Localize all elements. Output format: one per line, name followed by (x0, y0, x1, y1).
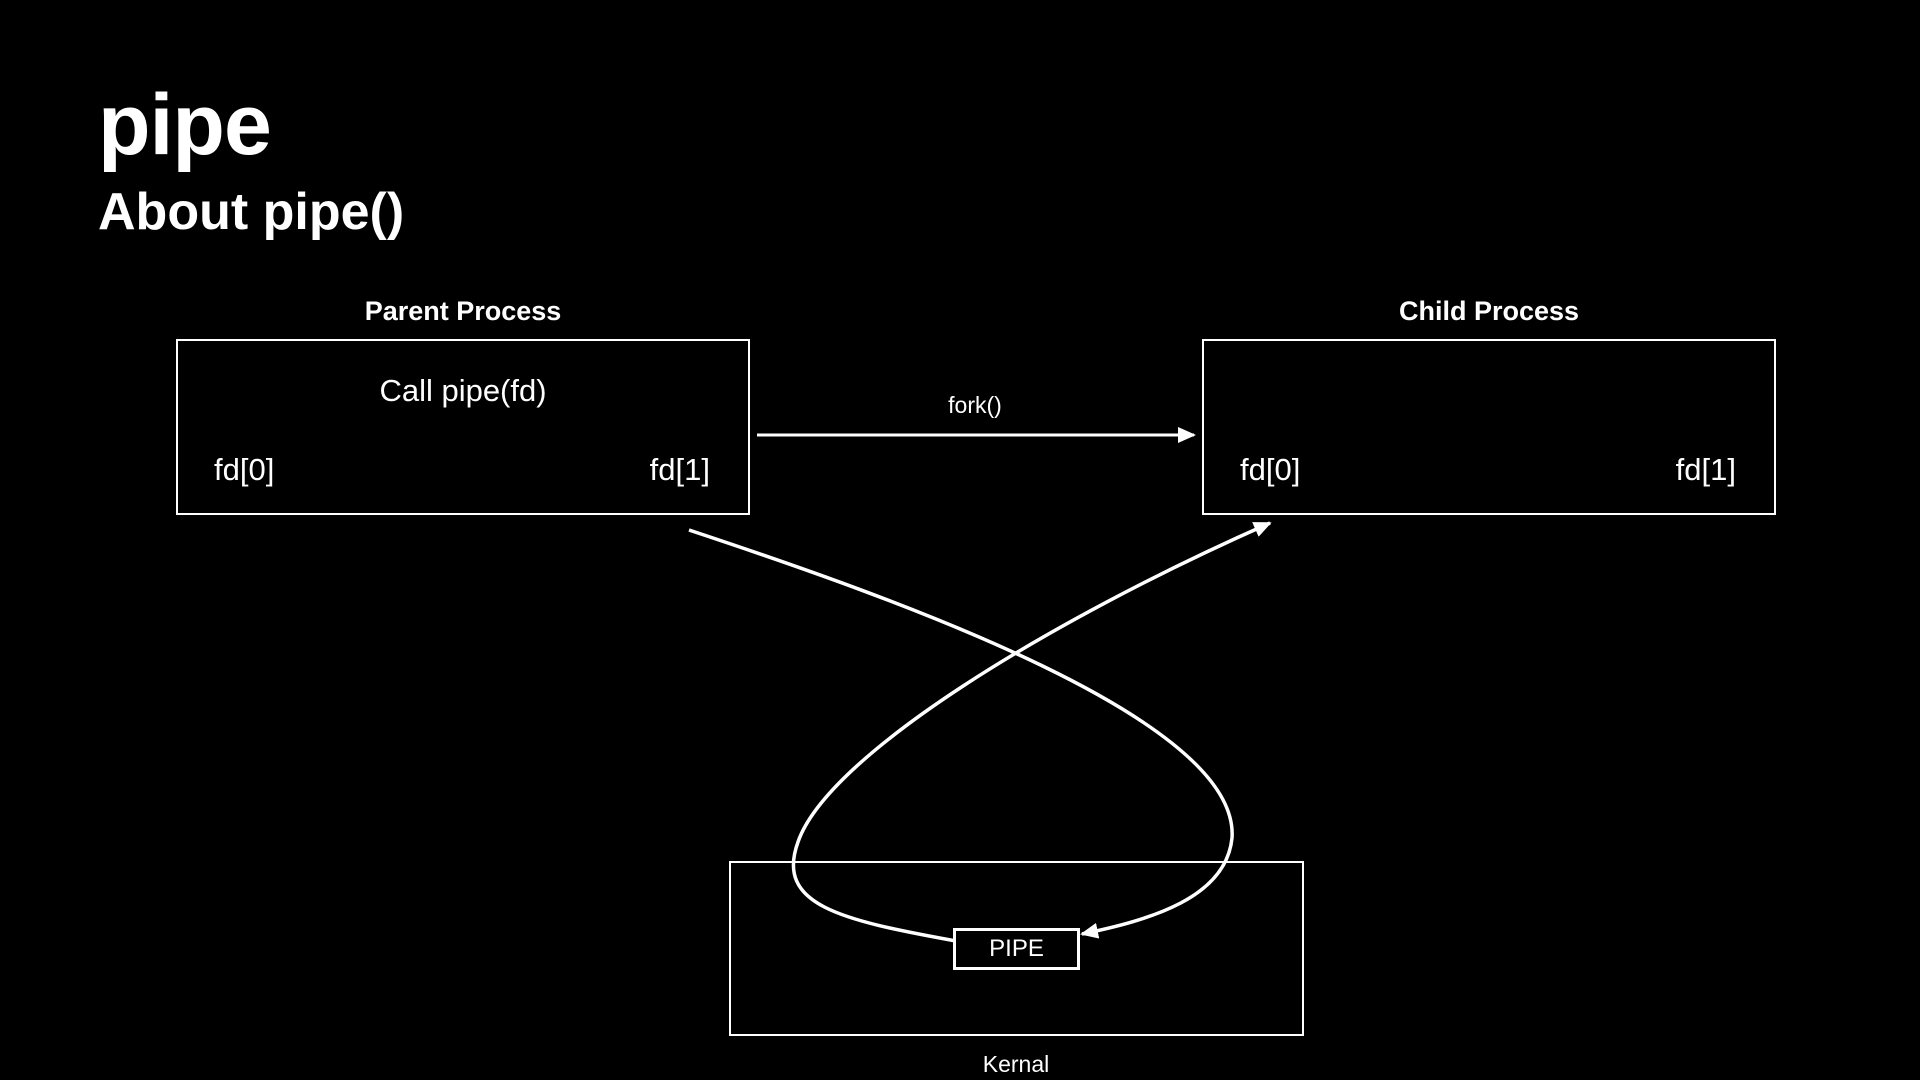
parent-process-box: Call pipe(fd) fd[0] fd[1] (176, 339, 750, 515)
call-pipe-text: Call pipe(fd) (379, 373, 547, 408)
child-fd-write: fd[1] (1675, 452, 1736, 487)
write-to-pipe-arrow (688, 528, 1234, 939)
fork-label: fork() (948, 392, 1002, 418)
parent-process-label: Parent Process (364, 296, 562, 326)
parent-fd-write: fd[1] (649, 452, 710, 487)
pipe-buffer: PIPE (953, 928, 1080, 970)
slide-subtitle: About pipe() (98, 183, 405, 241)
child-process-box: fd[0] fd[1] (1202, 339, 1776, 515)
parent-fd-read: fd[0] (214, 452, 275, 487)
kernel-box (729, 861, 1304, 1036)
slide-title: pipe (98, 77, 272, 173)
child-fd-read: fd[0] (1240, 452, 1301, 487)
kernel-label: Kernal (982, 1051, 1050, 1077)
pipe-to-child-read-arrow (791, 521, 1272, 943)
pipe-label: PIPE (989, 935, 1044, 962)
child-process-label: Child Process (1398, 296, 1580, 326)
